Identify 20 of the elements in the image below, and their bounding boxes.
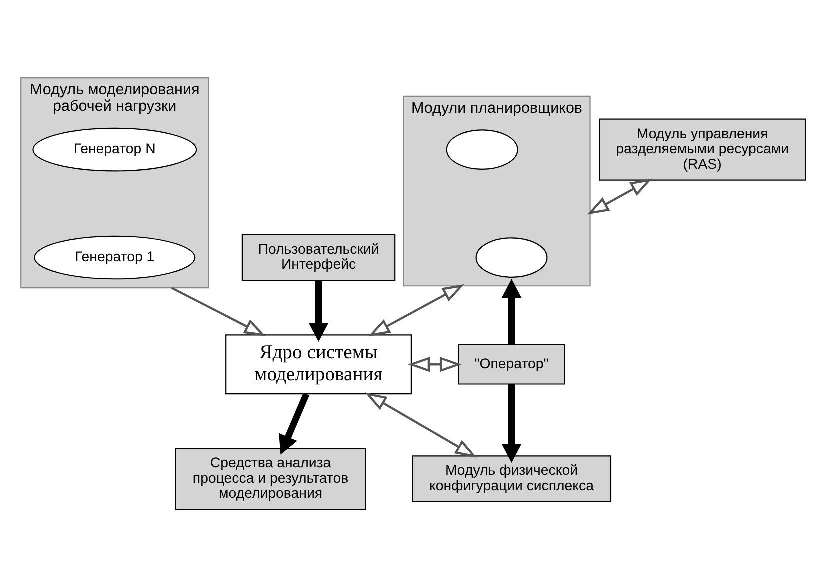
node-box: "Оператор": [458, 344, 566, 384]
arrow: [408, 356, 462, 372]
node-ellipse: [446, 129, 518, 170]
arrow: [502, 384, 522, 462]
arrow: [368, 284, 464, 336]
node-ellipse: [476, 237, 548, 278]
arrow: [171, 286, 266, 336]
node-box: Модуль физической конфигурации сисплекса: [412, 455, 612, 502]
arrow: [365, 392, 478, 458]
cluster: Модули планировщиков: [403, 95, 591, 286]
node-box: Средства анализа процесса и результатов моделирования: [175, 448, 366, 510]
node-ellipse: Генератор N: [32, 127, 198, 172]
arrow: [279, 392, 310, 454]
node-box: Пользовательский Интерфейс: [242, 234, 396, 281]
arrow: [587, 178, 652, 214]
node-box: Модуль управления разделяемыми ресурсами (RAS): [599, 118, 806, 180]
node-ellipse: Генератор 1: [34, 235, 196, 280]
arrow: [308, 280, 329, 342]
arrow: [502, 278, 522, 344]
node-box: Ядро системы моделирования: [226, 334, 412, 394]
